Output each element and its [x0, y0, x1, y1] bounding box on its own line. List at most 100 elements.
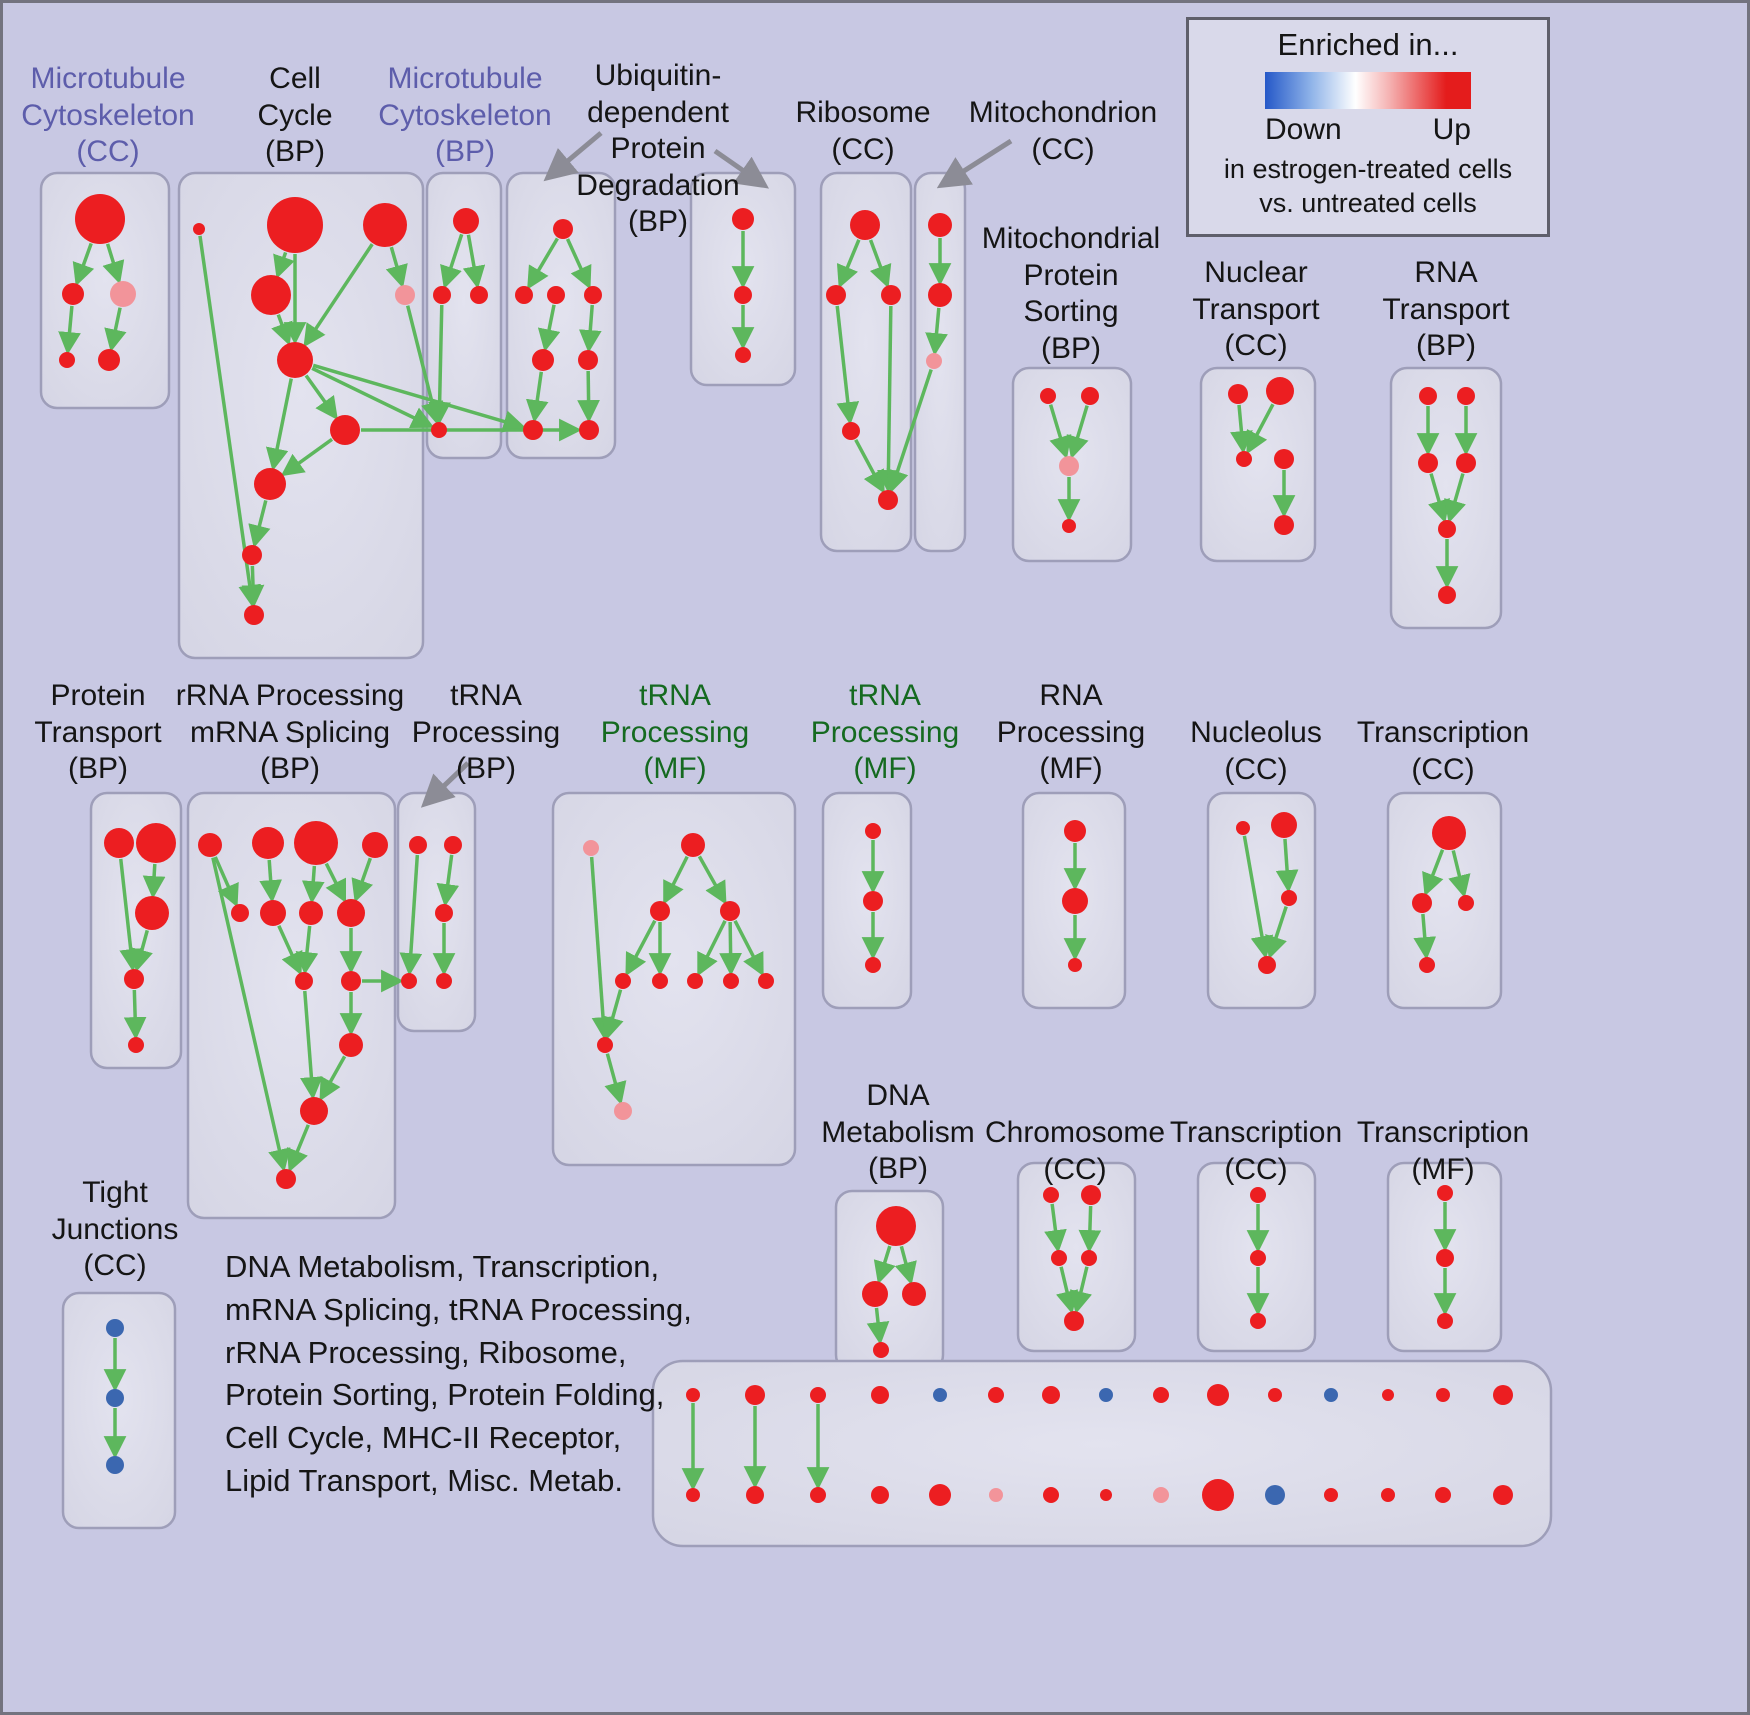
- go-term-node: [1271, 812, 1297, 838]
- relation-edge: [301, 865, 325, 904]
- go-term-node: [532, 349, 554, 371]
- go-term-node: [1436, 1388, 1450, 1402]
- go-term-node: [252, 827, 284, 859]
- go-term-node: [341, 971, 361, 991]
- go-term-node: [104, 828, 134, 858]
- go-term-node: [1043, 1187, 1059, 1203]
- relation-edge: [873, 1245, 896, 1285]
- go-term-node: [652, 973, 668, 989]
- go-term-node: [1412, 893, 1432, 913]
- go-term-node: [431, 422, 447, 438]
- go-term-node: [1419, 957, 1435, 973]
- go-term-node: [444, 836, 462, 854]
- relation-edge: [440, 233, 464, 290]
- go-term-node: [1437, 1185, 1453, 1201]
- go-term-node: [863, 891, 883, 911]
- relation-edge: [241, 565, 265, 608]
- go-term-node: [198, 833, 222, 857]
- diagram-canvas: [39, 131, 1553, 1548]
- go-term-node: [295, 972, 313, 990]
- relation-edge: [697, 920, 727, 977]
- go-term-node: [409, 836, 427, 854]
- go-term-node: [614, 1102, 632, 1120]
- go-term-node: [928, 283, 952, 307]
- relation-edge: [589, 856, 615, 1040]
- go-term-node: [1081, 1185, 1101, 1205]
- go-term-node: [75, 194, 125, 244]
- go-term-node: [106, 1389, 124, 1407]
- go-term-node: [1274, 515, 1294, 535]
- go-term-node: [1324, 1488, 1338, 1502]
- go-term-node: [650, 901, 670, 921]
- relation-edge: [304, 374, 338, 421]
- go-term-node: [826, 285, 846, 305]
- go-term-node: [193, 223, 205, 235]
- legend-gradient-bar: [1265, 72, 1471, 109]
- relation-edge: [265, 378, 293, 472]
- relation-edge: [300, 990, 323, 1100]
- relation-edge: [259, 859, 283, 903]
- go-term-node: [231, 904, 249, 922]
- relation-edge: [1275, 838, 1299, 893]
- cluster-box-microtubule-bp: [425, 171, 503, 460]
- go-term-node: [746, 1486, 764, 1504]
- relation-edge: [1069, 1266, 1092, 1315]
- relation-edge: [428, 304, 451, 425]
- relation-edge: [625, 919, 657, 977]
- go-term-node: [1236, 451, 1252, 467]
- go-term-node: [363, 203, 407, 247]
- legend-title: Enriched in...: [1277, 27, 1459, 62]
- go-term-node: [276, 1169, 296, 1189]
- relation-edge: [697, 855, 727, 905]
- go-term-node: [244, 605, 264, 625]
- go-term-node: [1250, 1250, 1266, 1266]
- relation-edge: [1044, 1203, 1067, 1253]
- relation-edge: [663, 855, 689, 905]
- relation-edge: [719, 921, 742, 976]
- go-term-node: [933, 1388, 947, 1402]
- go-term-node: [1068, 958, 1082, 972]
- cluster-box-chromosome: [1016, 1161, 1137, 1353]
- relation-edge: [1428, 473, 1450, 524]
- go-term-node: [1081, 387, 1099, 405]
- go-term-node: [294, 821, 338, 865]
- go-term-node: [337, 899, 365, 927]
- relation-edge: [877, 305, 900, 493]
- relation-edge: [351, 857, 374, 903]
- go-term-node: [865, 823, 881, 839]
- go-term-node: [1493, 1485, 1513, 1505]
- go-term-node: [1250, 1313, 1266, 1329]
- cluster-box-nucleolus: [1206, 791, 1317, 1010]
- legend-subtitle-line1: in estrogen-treated cells: [1223, 154, 1513, 184]
- go-term-node: [1436, 1249, 1454, 1267]
- cluster-box-rrna-mrna: [186, 791, 397, 1220]
- go-term-node: [871, 1386, 889, 1404]
- relation-edge: [578, 304, 602, 353]
- relation-edge: [277, 925, 303, 976]
- relation-edge: [295, 925, 319, 975]
- relation-edge: [271, 314, 293, 346]
- cluster-box-nuclear-transport: [1199, 366, 1317, 563]
- relation-edge: [385, 246, 408, 289]
- go-term-node: [1081, 1250, 1097, 1266]
- go-term-node: [1281, 890, 1297, 906]
- go-term-node: [128, 1037, 144, 1053]
- go-term-node: [1457, 387, 1475, 405]
- go-term-node: [1458, 895, 1474, 911]
- relation-edge: [405, 305, 444, 425]
- relation-edge: [1066, 405, 1089, 460]
- go-term-node: [1051, 1250, 1067, 1266]
- relation-edge: [1246, 403, 1275, 455]
- relation-edge: [1265, 906, 1288, 960]
- go-term-node: [865, 957, 881, 973]
- go-term-node: [251, 275, 291, 315]
- go-term-node: [928, 213, 952, 237]
- go-term-node: [686, 1388, 700, 1402]
- go-term-node: [1438, 520, 1456, 538]
- relation-edge: [868, 239, 892, 289]
- go-term-node: [732, 208, 754, 230]
- go-term-node: [1228, 384, 1248, 404]
- go-term-node: [330, 415, 360, 445]
- go-term-node: [110, 281, 136, 307]
- relation-edge: [1444, 473, 1466, 524]
